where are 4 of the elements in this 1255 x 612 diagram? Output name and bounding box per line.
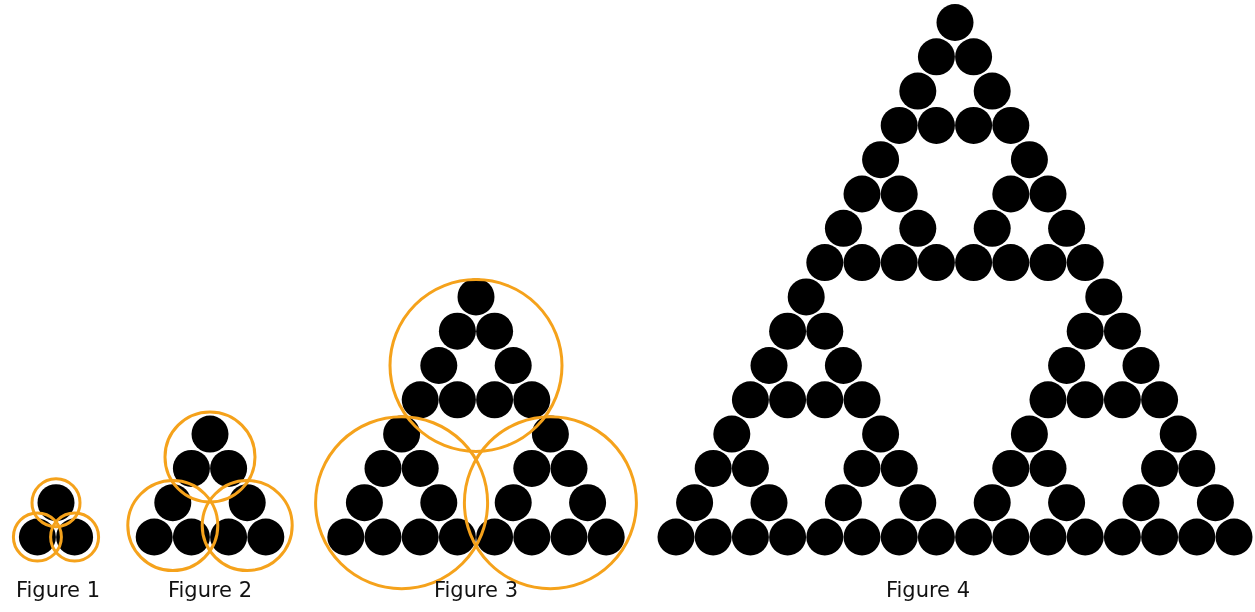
figure-caption: Figure 3 <box>433 578 519 602</box>
figure-caption: Figure 2 <box>167 578 253 602</box>
figure-caption: Figure 4 <box>885 578 971 602</box>
figure-caption: Figure 1 <box>15 578 101 602</box>
